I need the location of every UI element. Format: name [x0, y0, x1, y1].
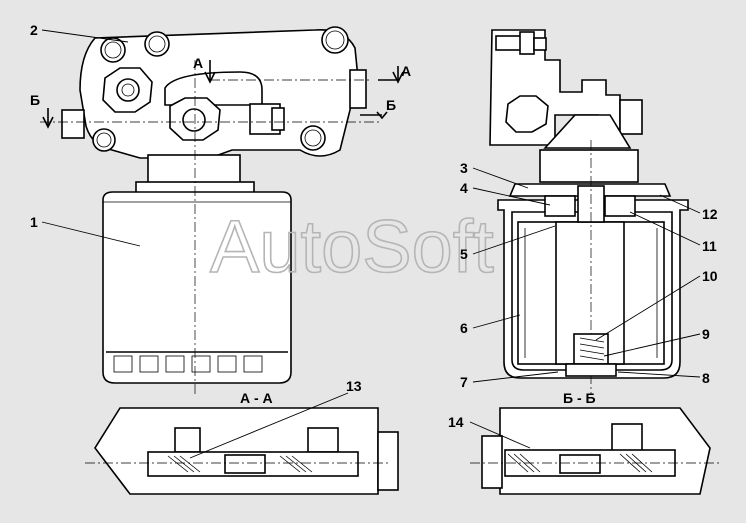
callout-13: 13	[346, 378, 362, 394]
callout-11: 11	[702, 238, 717, 254]
bb-arrow-left-label: Б	[30, 92, 40, 108]
callout-12: 12	[702, 206, 718, 222]
section-bb-title: Б - Б	[563, 390, 596, 406]
filter-canister	[102, 191, 292, 384]
bolt-heads	[92, 26, 349, 152]
callout-8: 8	[702, 370, 710, 386]
section-aa-title: А - А	[240, 390, 273, 406]
callouts: 2 1 13 3 4 5 6 7 12 11 10 9 8 14	[30, 22, 718, 459]
callout-1: 1	[30, 214, 38, 230]
canister-grip	[106, 351, 288, 373]
section-bb	[470, 407, 720, 495]
bypass-valve	[573, 333, 609, 365]
bb-arrow-right-label: Б	[386, 97, 396, 113]
callout-7: 7	[460, 374, 468, 390]
callout-6: 6	[460, 320, 468, 336]
callout-9: 9	[702, 326, 710, 342]
aa-arrow-top-label: А	[193, 55, 203, 71]
side-section-view	[489, 29, 689, 395]
section-labels: А А Б Б А - А Б - Б	[30, 55, 596, 406]
callout-3: 3	[460, 160, 468, 176]
callout-14: 14	[448, 414, 464, 430]
front-view	[40, 26, 404, 395]
watermark: AutoSoft	[210, 205, 494, 288]
section-aa	[85, 407, 399, 495]
aa-arrow-right-label: А	[401, 63, 411, 79]
callout-2: 2	[30, 22, 38, 38]
filter-neck	[147, 154, 241, 186]
callout-10: 10	[702, 268, 718, 284]
section-arrows	[42, 60, 404, 129]
callout-5: 5	[460, 246, 468, 262]
inlet-nut	[102, 67, 153, 113]
callout-4: 4	[460, 180, 468, 196]
